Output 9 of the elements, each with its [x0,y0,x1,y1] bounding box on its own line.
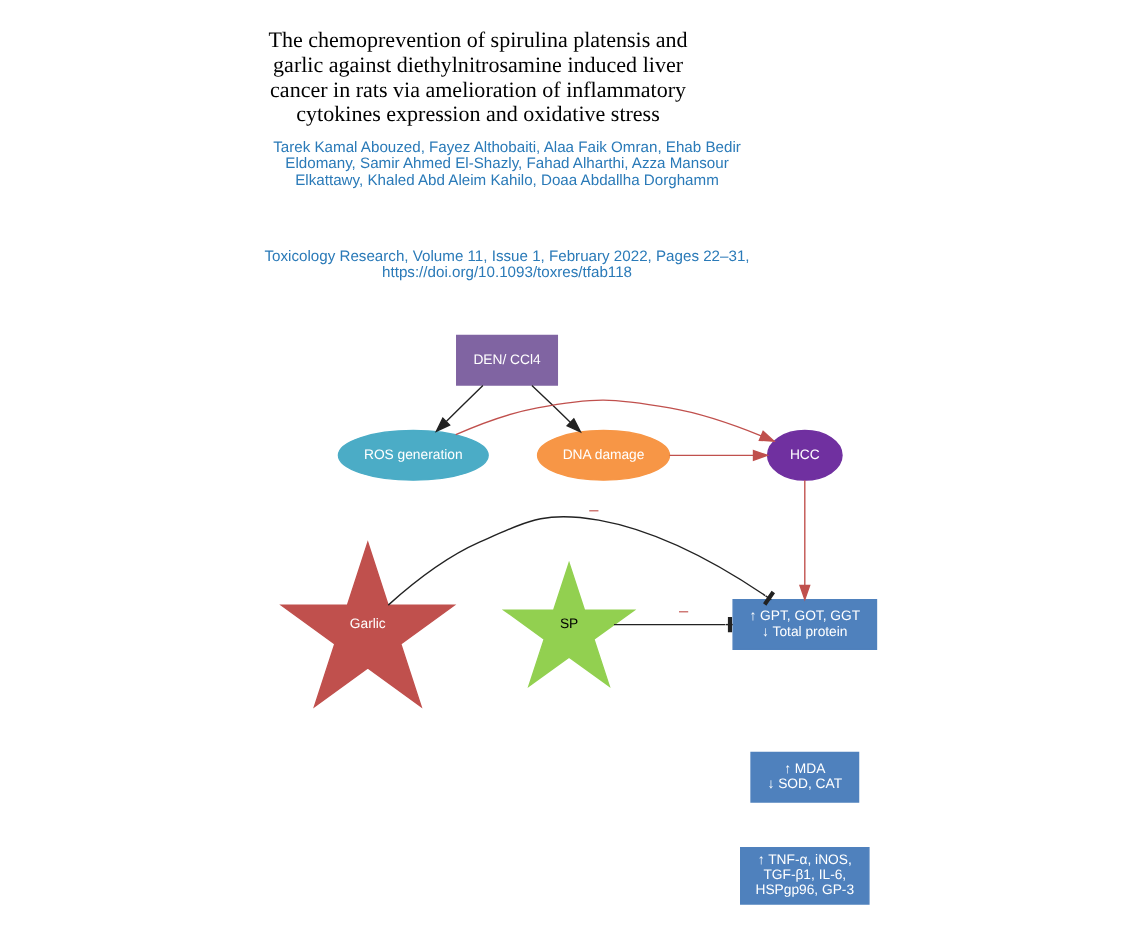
arrow [434,383,484,432]
arrow [668,448,770,461]
arrow [531,383,582,433]
arrow [799,478,811,601]
connector [387,514,775,605]
label: Tarek Kamal Abouzed, Fayez Althobaiti, Alaa Faik Omran, Ehab Bedir Eldomany, Samir Ahmed El-Shazly, Fahad Alharthi, Azza Mansour Elkattawy, Khaled Abd Aleim Kahilo, Doaa Abdallha Dorghamm [273,136,741,188]
arrow [455,398,776,441]
diagram-title: The chemoprevention of spirulina platensis and garlic against diethylnitrosamine induced liver cancer in rats via amelioration of inflammatory cytokines expression and oxidative stress [268,28,688,127]
label: Toxicology Research, Volume 11, Issue 1, February 2022, Pages 22–31, https://doi.org/10.1093/toxres/tfab118 [264,245,750,281]
